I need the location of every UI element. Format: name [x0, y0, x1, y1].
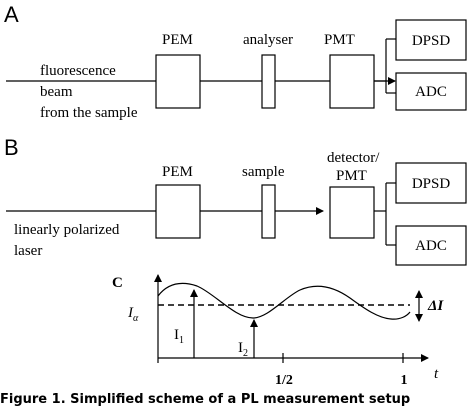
panel-b-detector-box [329, 186, 375, 239]
panel-a-pem-box [155, 54, 201, 109]
panel-b: B linearly polarized laser PEM sample de… [4, 135, 467, 266]
panel-b-pem-label: PEM [162, 164, 193, 180]
panel-a-dpsd-box [395, 19, 467, 61]
panel-a-letter: A [4, 2, 19, 27]
panel-c: C 1/2 1 t Iα I1 I2 ΔI [112, 274, 444, 388]
panel-b-input-line-2: laser [14, 243, 42, 259]
panel-b-adc-label: ADC [415, 238, 447, 254]
panel-a: A fluorescence beam from the sample PEM … [4, 2, 467, 121]
panel-b-sample-label: sample [242, 164, 285, 180]
panel-a-analyser-box [261, 54, 276, 109]
panel-a-pem-label: PEM [162, 32, 193, 48]
panel-c-signal-curve [157, 282, 411, 320]
panel-b-pem-box [155, 184, 201, 239]
panel-a-adc-label: ADC [415, 84, 447, 100]
panel-c-tick-one-label: 1 [401, 373, 408, 388]
figure-caption: Figure 1. Simplified scheme of a PL meas… [0, 392, 411, 407]
panel-b-letter: B [4, 135, 19, 160]
panel-c-delta-label: ΔI [427, 298, 444, 314]
panel-b-sample-box [261, 184, 276, 239]
panel-c-letter: C [112, 275, 123, 291]
panel-a-adc-box [395, 72, 467, 111]
panel-c-tick-half-label: 1/2 [275, 373, 293, 388]
panel-a-analyser-label: analyser [243, 32, 293, 48]
panel-b-dpsd-box [395, 162, 467, 204]
panel-c-t-axis-label: t [434, 366, 439, 382]
panel-b-adc-box [395, 225, 467, 266]
panel-a-input-line-2: beam [40, 84, 73, 100]
panel-a-input-line-1: fluorescence [40, 63, 116, 79]
panel-a-dpsd-label: DPSD [412, 33, 451, 49]
panel-a-pmt-label: PMT [324, 32, 355, 48]
panel-c-i1-label: I1 [174, 327, 184, 346]
panel-a-input-line-3: from the sample [40, 105, 138, 121]
panel-c-i-alpha-label: Iα [127, 305, 139, 324]
panel-b-detector-line-2: PMT [336, 168, 367, 184]
panel-b-detector-line-1: detector/ [327, 150, 380, 166]
panel-a-pmt-box [329, 54, 375, 109]
panel-c-i2-label: I2 [238, 340, 248, 359]
panel-b-input-line-1: linearly polarized [14, 222, 120, 238]
panel-b-dpsd-label: DPSD [412, 176, 451, 192]
